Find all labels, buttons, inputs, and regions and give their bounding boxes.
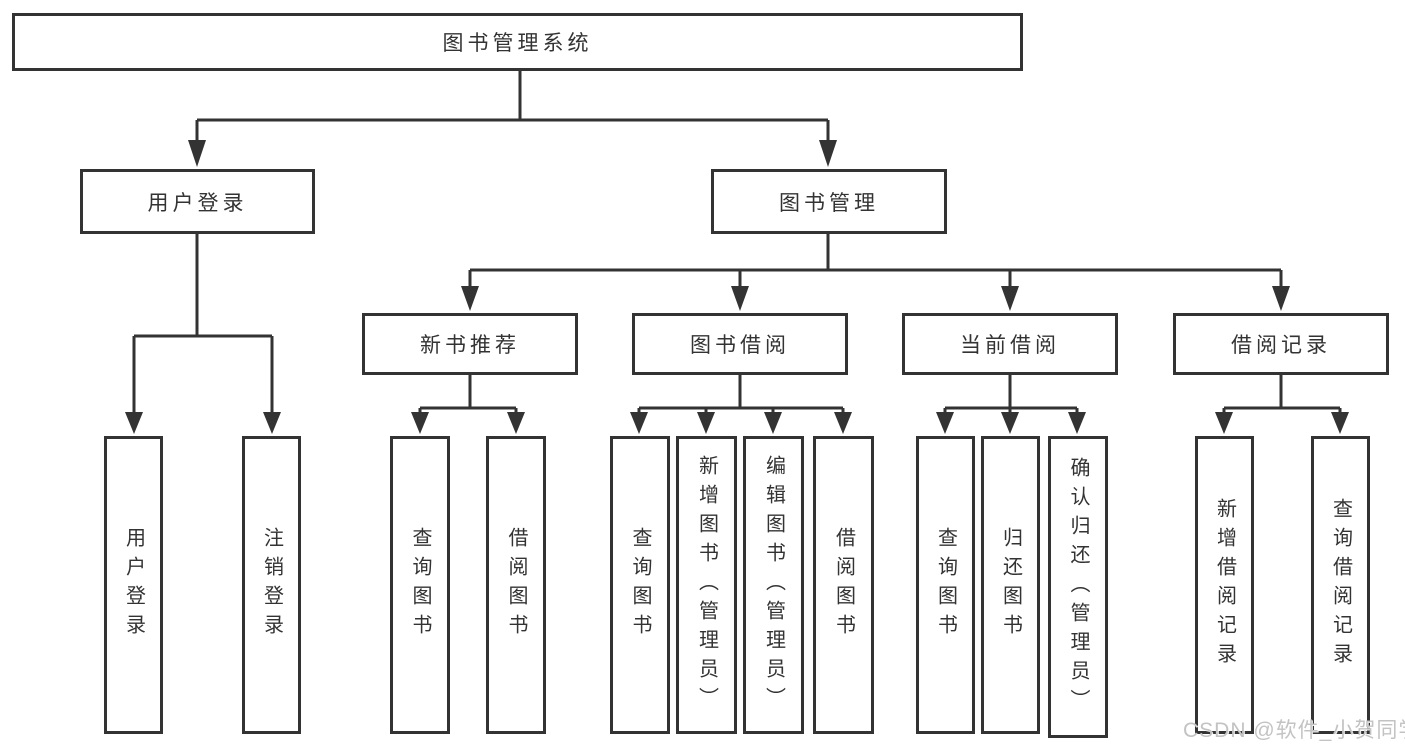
node-label: 确认归还（管理员） xyxy=(1067,456,1089,718)
arrow-down-icon xyxy=(1001,286,1019,311)
node-new-book-recommend: 新书推荐 xyxy=(362,313,578,375)
arrow-down-icon xyxy=(1272,286,1290,311)
node-current-borrowing: 当前借阅 xyxy=(902,313,1118,375)
node-label: 新书推荐 xyxy=(420,334,520,357)
arrow-down-icon xyxy=(507,412,525,434)
arrow-down-icon xyxy=(1068,412,1086,434)
arrow-down-icon xyxy=(1001,412,1019,434)
node-label: 图书管理系统 xyxy=(442,32,593,55)
arrow-down-icon xyxy=(731,286,749,311)
node-label: 用户登录 xyxy=(122,527,145,643)
node-user-login: 用户登录 xyxy=(80,169,315,234)
node-label: 查询借阅记录 xyxy=(1329,498,1352,672)
node-label: 新增图书（管理员） xyxy=(695,454,718,716)
arrow-down-icon xyxy=(630,412,648,434)
leaf-confirm-return-admin: 确认归还（管理员） xyxy=(1048,436,1108,738)
arrow-down-icon xyxy=(819,140,837,167)
node-label: 借阅图书 xyxy=(505,527,527,643)
leaf-query-books-recommend: 查询图书 xyxy=(390,436,450,734)
node-book-borrowing: 图书借阅 xyxy=(632,313,848,375)
arrow-down-icon xyxy=(125,412,143,434)
node-book-management: 图书管理 xyxy=(711,169,947,234)
node-label: 图书管理 xyxy=(779,191,879,215)
connector-current-borrowing-split xyxy=(943,375,1079,414)
arrow-down-icon xyxy=(764,412,782,434)
leaf-borrow-books-recommend: 借阅图书 xyxy=(486,436,546,734)
arrow-down-icon xyxy=(411,412,429,434)
leaf-borrow-books-borrowing: 借阅图书 xyxy=(813,436,874,734)
leaf-user-login: 用户登录 xyxy=(104,436,163,734)
node-label: 查询图书 xyxy=(934,527,957,643)
leaf-query-books-current: 查询图书 xyxy=(916,436,975,734)
connector-book-borrowing-split xyxy=(637,375,845,414)
node-root: 图书管理系统 xyxy=(12,13,1023,71)
node-label: 借阅图书 xyxy=(832,527,855,643)
arrow-down-icon xyxy=(697,412,715,434)
arrow-down-icon xyxy=(936,412,954,434)
leaf-add-book-admin: 新增图书（管理员） xyxy=(676,436,737,734)
leaf-logout: 注销登录 xyxy=(242,436,301,734)
node-label: 归还图书 xyxy=(999,527,1022,643)
node-label: 注销登录 xyxy=(260,527,283,643)
node-label: 用户登录 xyxy=(147,191,248,215)
node-label: 编辑图书（管理员） xyxy=(762,454,785,716)
arrow-down-icon xyxy=(188,140,206,167)
node-label: 图书借阅 xyxy=(690,334,790,357)
node-label: 查询图书 xyxy=(409,527,431,643)
connector-book-management-split xyxy=(468,233,1283,288)
arrow-down-icon xyxy=(1215,412,1233,434)
node-label: 查询图书 xyxy=(629,527,651,643)
arrow-down-icon xyxy=(263,412,281,434)
arrow-down-icon xyxy=(461,286,479,311)
connector-root-split xyxy=(195,70,830,142)
watermark: CSDN @软件_小贺同学 xyxy=(1183,719,1405,742)
leaf-edit-book-admin: 编辑图书（管理员） xyxy=(743,436,804,734)
connector-new-book-split xyxy=(418,375,518,414)
leaf-add-borrow-record: 新增借阅记录 xyxy=(1195,436,1254,734)
leaf-query-books-borrowing: 查询图书 xyxy=(610,436,670,734)
leaf-return-books: 归还图书 xyxy=(981,436,1040,734)
connector-user-login-split xyxy=(132,233,274,414)
node-borrowing-records: 借阅记录 xyxy=(1173,313,1389,375)
arrow-down-icon xyxy=(834,412,852,434)
connector-borrowing-records-split xyxy=(1222,375,1342,414)
node-label: 借阅记录 xyxy=(1231,334,1331,357)
node-label: 新增借阅记录 xyxy=(1213,498,1236,672)
node-label: 当前借阅 xyxy=(960,334,1060,357)
arrow-down-icon xyxy=(1331,412,1349,434)
leaf-query-borrow-record: 查询借阅记录 xyxy=(1311,436,1370,734)
